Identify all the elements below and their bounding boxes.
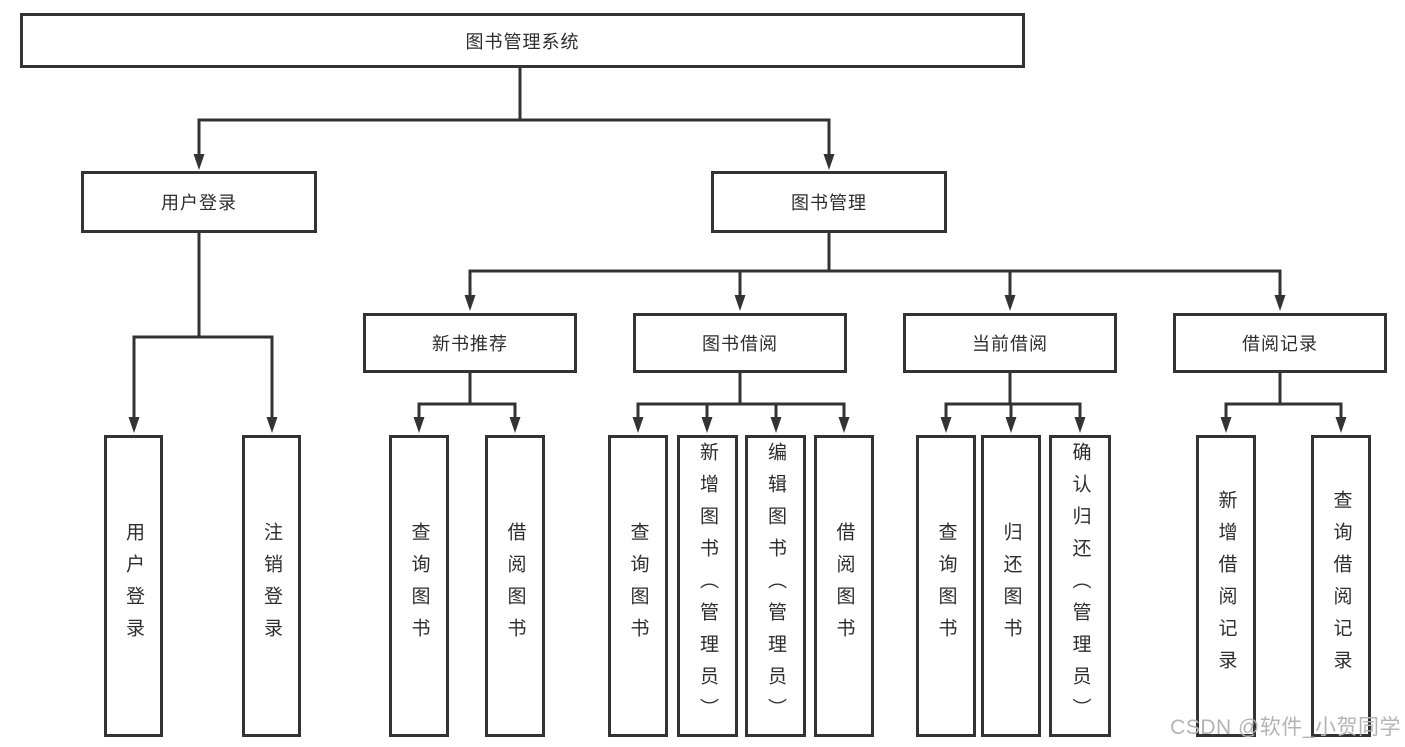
leaf-edit-book-admin: 编辑图书（管理员） xyxy=(745,435,806,737)
leaf-return-book: 归还图书 xyxy=(981,435,1041,737)
node-label: 图书管理 xyxy=(791,193,867,213)
arrowhead xyxy=(193,154,205,170)
node-user-login: 用户登录 xyxy=(81,171,317,233)
node-book-borrow: 图书借阅 xyxy=(633,313,847,373)
leaf-query-borrow-record: 查询借阅记录 xyxy=(1311,435,1371,737)
node-book-management: 图书管理 xyxy=(711,171,947,233)
arrowhead xyxy=(128,417,140,433)
leaf-label: 新增图书（管理员） xyxy=(697,442,718,730)
leaf-add-borrow-record: 新增借阅记录 xyxy=(1196,435,1256,737)
node-label: 当前借阅 xyxy=(972,334,1048,354)
leaf-label: 确认归还（管理员） xyxy=(1069,442,1091,730)
arrowheads xyxy=(128,154,1347,433)
arrowhead xyxy=(1274,295,1286,311)
node-new-book-recommend: 新书推荐 xyxy=(363,313,577,373)
leaf-label: 用户登录 xyxy=(123,522,144,650)
arrowhead xyxy=(770,417,782,433)
leaf-label: 查询图书 xyxy=(408,522,430,650)
leaf-user-login: 用户登录 xyxy=(104,435,163,737)
node-root-system: 图书管理系统 xyxy=(20,13,1025,68)
leaf-label: 归还图书 xyxy=(1000,522,1022,650)
arrowhead xyxy=(1220,417,1232,433)
node-label: 图书管理系统 xyxy=(465,31,580,52)
node-label: 用户登录 xyxy=(161,193,237,213)
leaf-label: 查询图书 xyxy=(627,522,649,650)
arrowhead xyxy=(464,295,476,311)
arrowhead xyxy=(940,417,952,433)
leaf-confirm-return-admin: 确认归还（管理员） xyxy=(1049,435,1111,737)
leaf-label: 注销登录 xyxy=(261,522,282,650)
leaf-label: 查询借阅记录 xyxy=(1330,490,1352,682)
arrowhead xyxy=(509,417,521,433)
node-borrow-record: 借阅记录 xyxy=(1173,313,1387,373)
leaf-logout: 注销登录 xyxy=(242,435,301,737)
arrowhead xyxy=(1074,417,1086,433)
leaf-borrow-book-recommend: 借阅图书 xyxy=(485,435,545,737)
arrowhead xyxy=(1005,417,1017,433)
arrowhead xyxy=(701,417,713,433)
leaf-label: 借阅图书 xyxy=(833,522,855,650)
node-label: 新书推荐 xyxy=(432,334,508,354)
arrowhead xyxy=(838,417,850,433)
leaf-add-book-admin: 新增图书（管理员） xyxy=(677,435,738,737)
leaf-query-book-borrow: 查询图书 xyxy=(608,435,668,737)
node-current-borrow: 当前借阅 xyxy=(903,313,1117,373)
node-label: 图书借阅 xyxy=(702,334,778,354)
leaf-label: 借阅图书 xyxy=(504,522,526,650)
arrowhead xyxy=(1004,295,1016,311)
leaf-label: 查询图书 xyxy=(935,522,957,650)
arrowhead xyxy=(266,417,278,433)
connector-strokes xyxy=(132,66,1343,421)
leaf-borrow-book: 借阅图书 xyxy=(814,435,874,737)
arrowhead xyxy=(823,154,835,170)
arrowhead xyxy=(632,417,644,433)
leaf-query-book-recommend: 查询图书 xyxy=(389,435,449,737)
leaf-label: 新增借阅记录 xyxy=(1215,490,1237,682)
arrowhead xyxy=(413,417,425,433)
csdn-watermark: CSDN @软件_小贺同学 xyxy=(1170,716,1401,739)
arrowhead xyxy=(1335,417,1347,433)
node-label: 借阅记录 xyxy=(1242,334,1318,354)
leaf-label: 编辑图书（管理员） xyxy=(765,442,786,730)
arrowhead xyxy=(734,295,746,311)
leaf-query-book-current: 查询图书 xyxy=(916,435,976,737)
